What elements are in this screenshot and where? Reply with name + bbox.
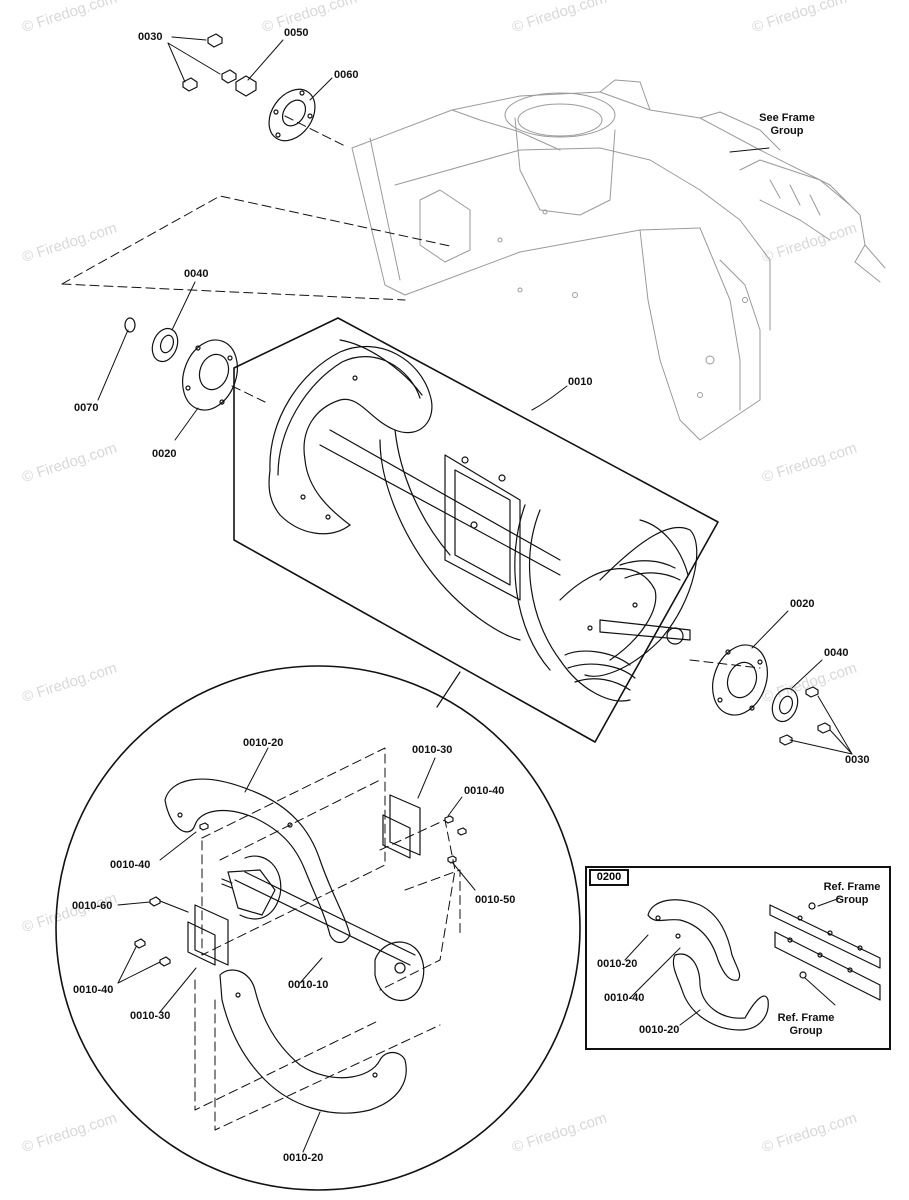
callout-0010-40-low: 0010-40: [73, 984, 114, 996]
inset-parts: [647, 899, 881, 1031]
leader-lines-detail: [117, 747, 476, 1153]
callout-0010-40-right: 0010-40: [464, 785, 505, 797]
callout-see-frame-line2: Group: [770, 125, 804, 137]
auger-housing-outline: [351, 79, 886, 441]
callout-0010-50: 0010-50: [475, 894, 516, 906]
callout-0010-30-low: 0010-30: [130, 1010, 171, 1022]
left-bearing-assembly: [124, 317, 238, 411]
detail-parts: [134, 747, 467, 1131]
leader-lines-top: [97, 36, 853, 755]
callout-0030-top: 0030: [138, 31, 163, 43]
projection-lines-top: [61, 115, 761, 669]
callout-0010: 0010: [568, 376, 593, 388]
leader-lines-inset: [624, 897, 841, 1026]
right-bearing-assembly: [712, 644, 831, 746]
callout-0060: 0060: [334, 69, 359, 81]
top-hardware: [182, 33, 316, 142]
callout-see-frame-line1: See Frame: [759, 112, 815, 124]
inset-frame: [585, 866, 891, 1050]
auger-assembly: [268, 339, 698, 702]
detail-circle: [55, 665, 581, 1191]
callout-ref-frame-top-line2: Group: [835, 894, 869, 906]
callout-inset-0010-20-a: 0010-20: [597, 958, 638, 970]
callout-0010-20-top: 0010-20: [243, 737, 284, 749]
callout-0010-20-bottom: 0010-20: [283, 1152, 324, 1164]
inset-tag: 0200: [589, 869, 629, 886]
callout-0010-30-top: 0010-30: [412, 744, 453, 756]
callout-ref-frame-bottom-line1: Ref. Frame: [777, 1012, 835, 1024]
callout-0050: 0050: [284, 27, 309, 39]
callout-0010-60: 0010-60: [72, 900, 113, 912]
callout-0030-right: 0030: [845, 754, 870, 766]
auger-box: [233, 317, 719, 743]
callout-ref-frame-top-line1: Ref. Frame: [823, 881, 881, 893]
callout-0010-10: 0010-10: [288, 979, 329, 991]
callout-ref-frame-top: Ref. Frame Group: [824, 881, 881, 907]
callout-0020-right: 0020: [790, 598, 815, 610]
callout-0010-40-left: 0010-40: [110, 859, 151, 871]
callout-inset-0010-40: 0010-40: [604, 992, 645, 1004]
callout-inset-0010-20-b: 0010-20: [639, 1024, 680, 1036]
callout-0070: 0070: [74, 402, 99, 414]
callout-see-frame-group: See Frame Group: [759, 112, 815, 138]
callout-0040-left: 0040: [184, 268, 209, 280]
callout-ref-frame-bottom-line2: Group: [789, 1025, 823, 1037]
callout-ref-frame-bottom: Ref. Frame Group: [778, 1012, 835, 1038]
callout-0040-right: 0040: [824, 647, 849, 659]
callout-0020-left: 0020: [152, 448, 177, 460]
